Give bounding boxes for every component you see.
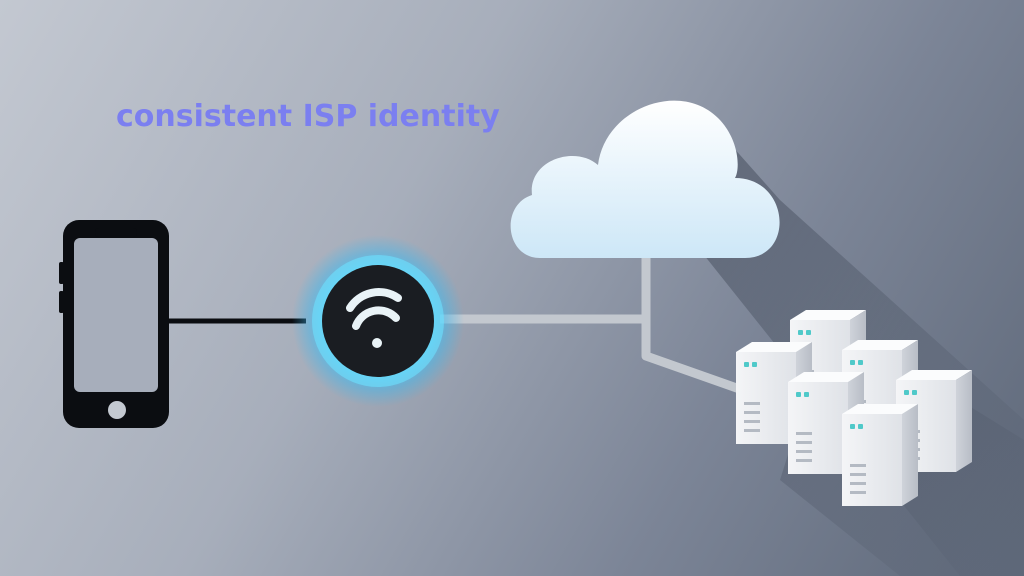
smartphone-icon bbox=[59, 220, 169, 428]
link-router-servers bbox=[641, 319, 750, 397]
cloud-icon bbox=[510, 100, 780, 258]
server-cluster bbox=[736, 310, 972, 506]
server-rack-icon bbox=[842, 404, 918, 506]
diagram-caption: consistent ISP identity bbox=[116, 99, 500, 134]
wifi-icon bbox=[346, 288, 402, 348]
link-router-cloud bbox=[440, 256, 651, 324]
wifi-router-node bbox=[292, 235, 464, 407]
